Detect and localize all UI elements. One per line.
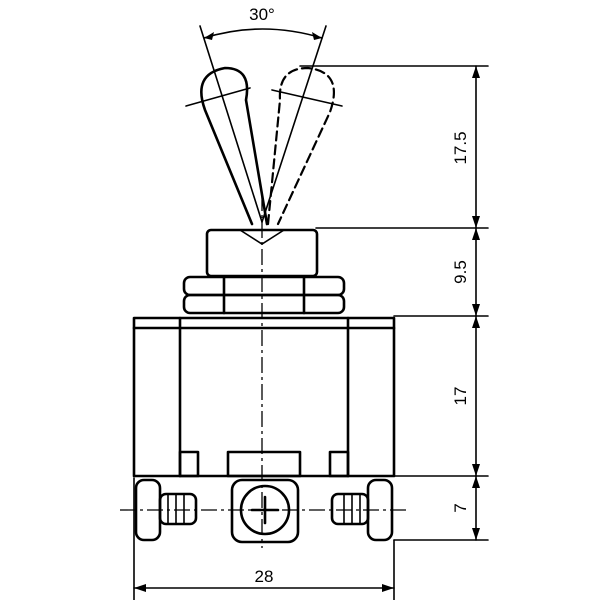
body-width-label: 28	[255, 567, 274, 586]
body-height-label: 17	[451, 387, 470, 406]
terminal-height-label: 7	[451, 503, 470, 512]
angle-label: 30°	[249, 5, 275, 24]
width-dimension: 28	[133, 477, 395, 600]
switch-body	[132, 316, 396, 478]
toggle-lever-dashed	[266, 66, 343, 226]
hex-nut	[182, 275, 346, 315]
bushing-height-label: 9.5	[451, 260, 470, 284]
terminal-centre	[230, 478, 300, 544]
lever-height-label: 17.5	[451, 131, 470, 164]
angle-dimension: 30°	[199, 5, 327, 223]
vertical-dimensions: 17.5 9.5 17 7	[299, 65, 489, 541]
toggle-lever-solid	[185, 66, 269, 226]
